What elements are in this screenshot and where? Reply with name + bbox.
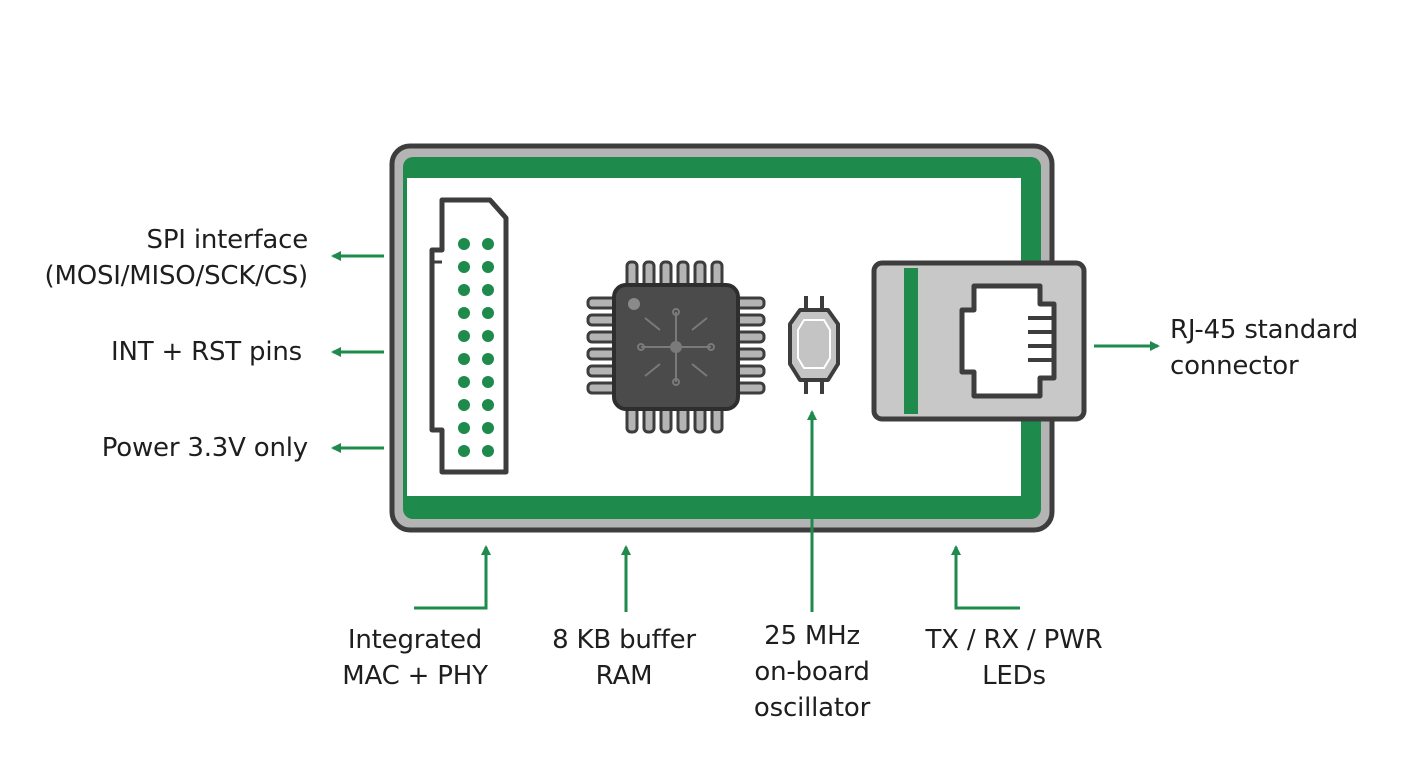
- label-mac-phy-line-2: MAC + PHY: [342, 661, 488, 691]
- header-pin: [458, 238, 470, 250]
- header-pin: [482, 376, 494, 388]
- label-mac-phy-line-1: Integrated: [347, 625, 483, 655]
- pin-header: [429, 197, 509, 475]
- rj45-connector: [871, 260, 1087, 422]
- header-pin: [458, 330, 470, 342]
- label-buffer-line-1: 8 KB buffer: [552, 625, 696, 655]
- label-leds-line-2: LEDs: [982, 661, 1046, 691]
- label-rj45-line-1: RJ-45 standard: [1170, 315, 1359, 345]
- label-int-rst: INT + RST pins: [111, 334, 302, 370]
- label-oscillator-line-1: 25 MHz: [764, 621, 860, 651]
- label-mac-phy: Integrated MAC + PHY: [342, 622, 488, 694]
- label-oscillator-line-3: oscillator: [753, 693, 871, 723]
- header-pin: [482, 399, 494, 411]
- label-buffer-line-2: RAM: [595, 661, 653, 691]
- header-pin: [458, 399, 470, 411]
- header-pin: [482, 353, 494, 365]
- label-rj45: RJ-45 standard connector: [1170, 312, 1358, 384]
- label-int-rst-line: INT + RST pins: [111, 337, 302, 367]
- header-pin: [482, 261, 494, 273]
- rj45-contacts: [1028, 316, 1054, 362]
- header-pin: [482, 307, 494, 319]
- label-spi-line-2: (MOSI/MISO/SCK/CS): [44, 261, 309, 291]
- header-pin: [482, 238, 494, 250]
- header-pin: [458, 422, 470, 434]
- header-pin: [482, 422, 494, 434]
- arrow-mac-phy: [414, 545, 491, 610]
- label-leds-line-1: TX / RX / PWR: [925, 625, 1103, 655]
- label-buffer-ram: 8 KB buffer RAM: [552, 622, 696, 694]
- arrow-leds: [951, 545, 1020, 610]
- header-pin: [482, 284, 494, 296]
- header-pin: [482, 330, 494, 342]
- header-pin: [458, 284, 470, 296]
- ethernet-controller-chip: [586, 260, 766, 434]
- label-spi-line-1: SPI interface: [146, 225, 309, 255]
- label-power: Power 3.3V only: [102, 430, 308, 466]
- label-leds: TX / RX / PWR LEDs: [925, 622, 1102, 694]
- oscillator-crystal: [788, 296, 840, 394]
- header-pins: [458, 238, 494, 457]
- header-pin: [458, 261, 470, 273]
- header-pin: [458, 376, 470, 388]
- label-power-line: Power 3.3V only: [101, 433, 308, 463]
- header-pin: [482, 445, 494, 457]
- label-oscillator: 25 MHz on-board oscillator: [754, 618, 870, 726]
- header-pin: [458, 307, 470, 319]
- label-oscillator-line-2: on-board: [754, 657, 870, 687]
- label-rj45-line-2: connector: [1170, 351, 1299, 381]
- chip-traces: [637, 308, 715, 386]
- header-pin: [458, 353, 470, 365]
- label-spi-interface: SPI interface (MOSI/MISO/SCK/CS): [44, 222, 309, 294]
- header-pin: [458, 445, 470, 457]
